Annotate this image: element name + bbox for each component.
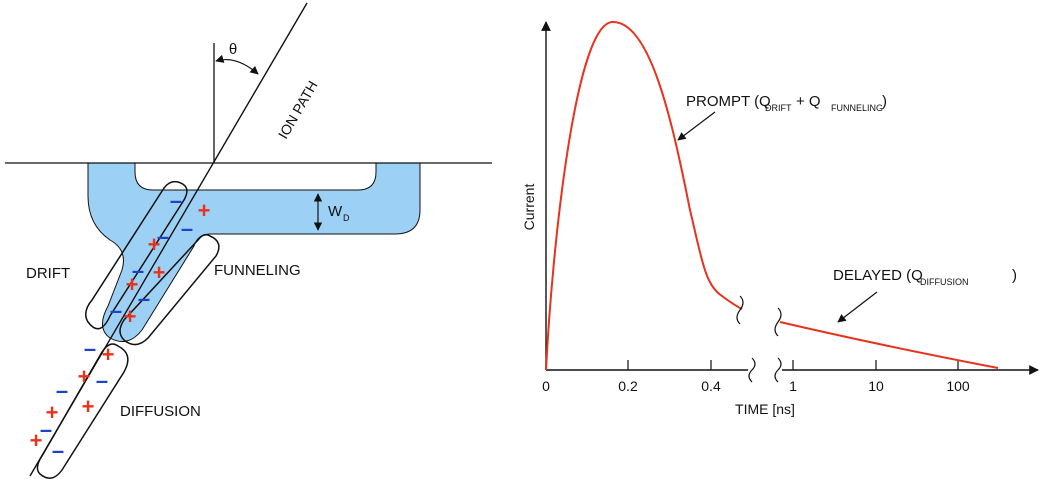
y-axis-label: Current — [521, 184, 537, 231]
curve-break-left — [736, 295, 744, 325]
drift-label: DRIFT — [26, 265, 70, 282]
prompt-mid: + Q — [796, 93, 821, 110]
width-label: W — [328, 203, 343, 220]
negative-charge: – — [132, 258, 144, 283]
positive-charge: + — [46, 400, 59, 425]
diffusion-bracket — [36, 343, 129, 479]
negative-charge: – — [84, 336, 96, 361]
prompt-end: ) — [882, 93, 887, 110]
negative-charge: – — [40, 417, 52, 442]
charge-markers: ++++++++++––––––––––– — [30, 188, 211, 463]
negative-charge: – — [157, 224, 169, 249]
ion-path-label: ION PATH — [275, 78, 321, 141]
diffusion-label: DIFFUSION — [120, 403, 201, 420]
delayed-arrow — [837, 291, 878, 323]
prompt-arrow — [677, 111, 716, 141]
delayed-sub-diffusion: DIFFUSION — [920, 277, 969, 287]
axis-break-right — [774, 357, 782, 383]
delayed-current-curve — [779, 321, 999, 369]
negative-charge: – — [56, 378, 68, 403]
current-time-graph: 0 0.2 0.4 1 10 100 Current TIME [ns] PRO… — [521, 20, 1039, 417]
prompt-text: PROMPT (Q — [686, 93, 771, 110]
tick-label-10: 10 — [868, 378, 884, 394]
tick-label-0: 0 — [542, 378, 550, 394]
prompt-sub-drift: DRIFT — [765, 103, 792, 113]
negative-charge: – — [110, 298, 122, 323]
prompt-current-curve — [545, 20, 743, 371]
positive-charge: + — [124, 304, 137, 329]
delayed-annotation: DELAYED (Q DIFFUSION ) — [833, 267, 1017, 287]
funneling-bracket — [119, 233, 220, 346]
ion-strike-diagram: θ ION PATH W D DRIFT FUNNELING DIFFUSION… — [5, 2, 492, 479]
prompt-annotation: PROMPT (Q DRIFT + Q FUNNELING ) — [686, 93, 887, 113]
positive-charge: + — [78, 364, 91, 389]
x-axis-label: TIME [ns] — [735, 401, 795, 417]
width-subscript: D — [343, 213, 350, 223]
depletion-region — [87, 162, 421, 343]
tick-label-1: 1 — [789, 378, 797, 394]
prompt-sub-funneling: FUNNELING — [831, 103, 883, 113]
angle-symbol: θ — [229, 41, 237, 58]
negative-charge: – — [181, 216, 193, 241]
axis-break-left — [748, 357, 756, 383]
angle-arc — [215, 54, 259, 75]
positive-charge: + — [30, 428, 43, 453]
delayed-text: DELAYED (Q — [833, 267, 923, 284]
negative-charge: – — [96, 368, 108, 393]
positive-charge: + — [198, 198, 211, 223]
positive-charge: + — [82, 394, 95, 419]
positive-charge: + — [102, 342, 115, 367]
positive-charge: + — [148, 232, 161, 257]
negative-charge: – — [138, 286, 150, 311]
positive-charge: + — [126, 272, 139, 297]
negative-charge: – — [52, 438, 64, 463]
positive-charge: + — [153, 260, 166, 285]
delayed-end: ) — [1012, 267, 1017, 284]
curve-break-right — [774, 307, 782, 337]
tick-label-0-4: 0.4 — [701, 378, 721, 394]
tick-label-0-2: 0.2 — [618, 378, 638, 394]
tick-label-100: 100 — [946, 378, 970, 394]
funneling-label: FUNNELING — [214, 262, 301, 279]
drift-bracket — [85, 180, 188, 330]
negative-charge: – — [170, 188, 182, 213]
